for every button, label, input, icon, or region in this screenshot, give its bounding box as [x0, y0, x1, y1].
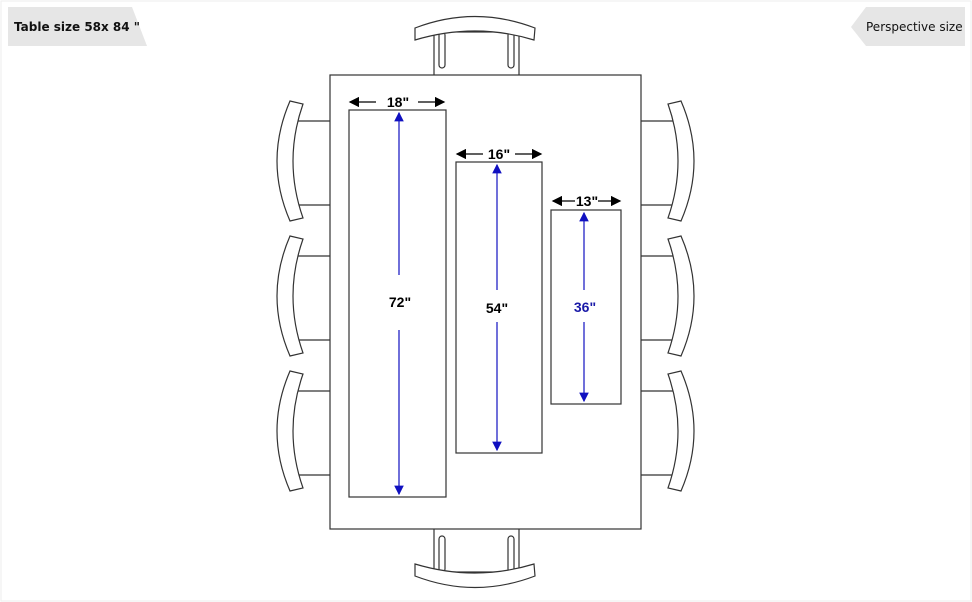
- runner-3-width-label: 13": [576, 193, 598, 209]
- chair-right-3: [641, 370, 695, 492]
- runner-36x13: 13" 36": [550, 193, 622, 405]
- runner-3-length-label: 36": [574, 299, 596, 315]
- runner-72x18: 18" 72": [348, 94, 447, 498]
- chair-left-1: [276, 100, 330, 222]
- runner-54x16: 16" 54": [455, 146, 543, 454]
- runner-1-width-label: 18": [387, 94, 409, 110]
- runner-1-length-label: 72": [389, 294, 411, 310]
- runner-2-width-label: 16": [488, 146, 510, 162]
- runner-2-length-label: 54": [486, 300, 508, 316]
- table-size-tag: Table size 58x 84 ": [8, 7, 147, 46]
- chair-left-2: [276, 235, 330, 357]
- chair-right-2: [641, 235, 695, 357]
- chair-right-1: [641, 100, 695, 222]
- perspective-size-tag: Perspective size: [851, 7, 965, 46]
- chair-top: [414, 15, 536, 77]
- chair-bottom: [414, 527, 536, 589]
- table-size-label: Table size 58x 84 ": [14, 20, 140, 34]
- perspective-size-label: Perspective size: [866, 20, 963, 34]
- chair-left-3: [276, 370, 330, 492]
